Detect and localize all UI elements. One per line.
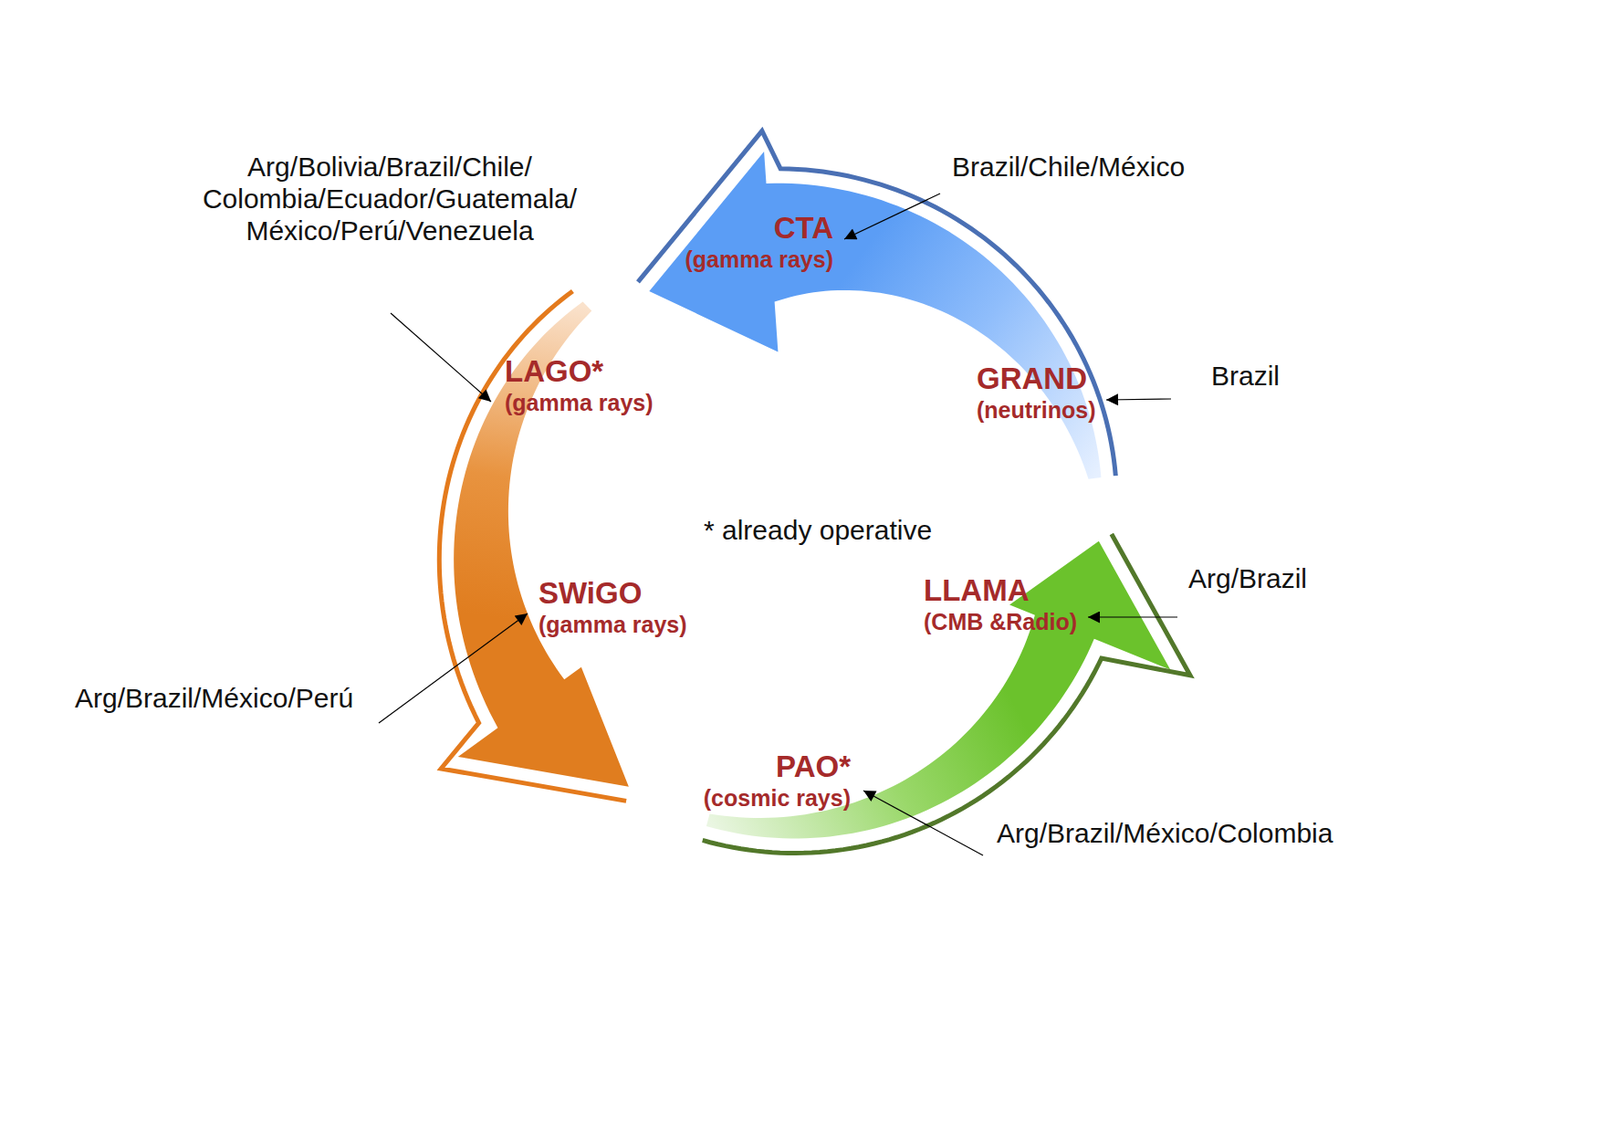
detector-type: (gamma rays) bbox=[504, 387, 654, 418]
leader-lines bbox=[378, 193, 1178, 856]
country-list: Arg/Brazil/México/Colombia bbox=[996, 816, 1333, 849]
country-list: Brazil bbox=[1211, 359, 1280, 392]
experiment-name: LLAMA bbox=[923, 574, 1078, 607]
experiment-label: PAO*(cosmic rays) bbox=[701, 750, 853, 813]
detector-type: (gamma rays) bbox=[684, 244, 834, 274]
experiment-label: LLAMA(CMB &Radio) bbox=[921, 574, 1079, 637]
experiment-name: SWiGO bbox=[538, 576, 688, 610]
experiment-label: CTA(gamma rays) bbox=[682, 211, 836, 274]
experiment-label: SWiGO(gamma rays) bbox=[536, 576, 690, 639]
leader-line bbox=[390, 313, 492, 402]
leader-line bbox=[863, 790, 984, 856]
arrow-band bbox=[648, 151, 1101, 480]
detector-type: (gamma rays) bbox=[538, 609, 688, 639]
country-list: Arg/Brazil bbox=[1188, 562, 1308, 595]
detector-type: (CMB &Radio) bbox=[923, 606, 1078, 637]
leader-line bbox=[378, 613, 528, 723]
experiment-name: LAGO* bbox=[504, 355, 654, 388]
detector-type: (neutrinos) bbox=[976, 395, 1097, 425]
experiment-label: LAGO*(gamma rays) bbox=[502, 355, 656, 418]
leader-line bbox=[1087, 616, 1178, 617]
experiment-name: CTA bbox=[684, 211, 834, 245]
leader-line bbox=[1106, 398, 1172, 400]
country-list: Brazil/Chile/México bbox=[951, 150, 1185, 183]
detector-type: (cosmic rays) bbox=[703, 783, 851, 813]
experiment-name: GRAND bbox=[976, 362, 1097, 396]
leader-line bbox=[844, 193, 941, 240]
footnote: * already operative bbox=[703, 513, 932, 546]
arrow-outline bbox=[702, 533, 1191, 853]
country-list: Arg/Bolivia/Brazil/Chile/ Colombia/Ecuad… bbox=[196, 150, 585, 247]
country-list: Arg/Brazil/México/Perú bbox=[74, 681, 354, 714]
experiment-label: GRAND(neutrinos) bbox=[974, 362, 1099, 425]
cycle-arrows bbox=[439, 130, 1191, 853]
experiment-name: PAO* bbox=[703, 750, 851, 784]
arrow-outline bbox=[637, 130, 1116, 476]
